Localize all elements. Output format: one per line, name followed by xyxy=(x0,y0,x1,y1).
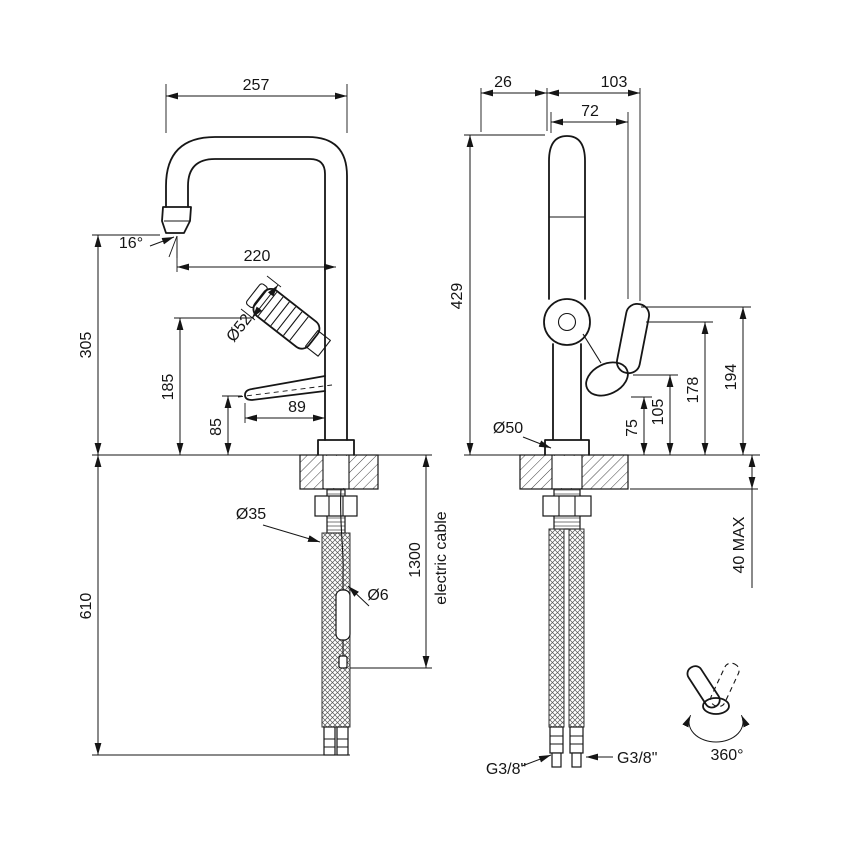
base-diameter-dim: Ø50 xyxy=(493,420,552,449)
dim-label-429: 429 xyxy=(449,283,466,310)
hose-thread-labels: G3/8" G3/8" xyxy=(486,750,658,778)
rotation-arrow xyxy=(682,714,750,743)
dim-label-dia35: Ø35 xyxy=(236,506,266,523)
dim-label-26: 26 xyxy=(494,74,512,91)
dim-label-72: 72 xyxy=(581,103,599,120)
dim-label-dia50: Ø50 xyxy=(493,420,523,437)
dim-label-89: 89 xyxy=(288,399,306,416)
handle-base xyxy=(585,361,629,397)
dim-label-105: 105 xyxy=(650,399,667,426)
side-dimensions: 257 220 305 185 85 89 Ø35 xyxy=(78,77,450,756)
front-view: 26 103 72 429 Ø50 75 105 178 194 xyxy=(449,74,760,778)
dim-label-220: 220 xyxy=(244,248,271,265)
mounting-nut xyxy=(314,495,358,517)
dim-label-1300: 1300 xyxy=(407,542,424,578)
dim-label-610: 610 xyxy=(78,593,95,620)
underdeck-front xyxy=(542,488,592,768)
dim-label-185: 185 xyxy=(160,374,177,401)
handle-grip xyxy=(616,302,650,375)
front-handle xyxy=(582,302,650,397)
dim-label-dia6: Ø6 xyxy=(367,587,388,604)
angle-indicator: 16° xyxy=(119,235,178,258)
base-step xyxy=(317,439,355,456)
hand-spray xyxy=(245,283,331,357)
dim-label-257: 257 xyxy=(243,77,270,94)
front-top-dims: 26 103 72 xyxy=(480,74,641,301)
dim-label-305: 305 xyxy=(78,332,95,359)
hose-left xyxy=(548,528,565,728)
spout-outline xyxy=(161,136,348,441)
side-view: 16° Ø52 xyxy=(78,77,450,756)
rotation-icon: 360° xyxy=(682,662,750,764)
front-body xyxy=(543,135,591,456)
hose-right xyxy=(568,528,585,728)
side-lever xyxy=(237,375,333,401)
label-g38-left: G3/8" xyxy=(486,761,526,778)
electric-cable xyxy=(335,488,351,669)
aerator xyxy=(161,206,192,234)
label-360: 360° xyxy=(710,747,743,764)
handle-solid xyxy=(686,665,721,709)
dim-label-178: 178 xyxy=(685,377,702,404)
label-electric-cable: electric cable xyxy=(433,511,450,604)
joint-circle xyxy=(543,298,591,346)
deck-thickness-dim: 40 MAX xyxy=(630,455,758,588)
label-g38-right: G3/8" xyxy=(617,750,657,767)
front-right-dims: 75 105 178 194 xyxy=(624,306,760,456)
dim-label-103: 103 xyxy=(601,74,628,91)
dim-label-75: 75 xyxy=(624,419,641,437)
deck-front xyxy=(519,454,629,490)
front-height-dim: 429 xyxy=(449,134,545,456)
mounting-nut-front xyxy=(542,495,592,517)
deck-side xyxy=(299,454,379,490)
dim-label-40max: 40 MAX xyxy=(731,516,748,573)
cable-weight xyxy=(335,589,351,641)
dim-label-194: 194 xyxy=(723,364,740,391)
dim-label-85: 85 xyxy=(208,418,225,436)
handle-ghost xyxy=(710,662,740,708)
dim-label-16deg: 16° xyxy=(119,235,143,252)
